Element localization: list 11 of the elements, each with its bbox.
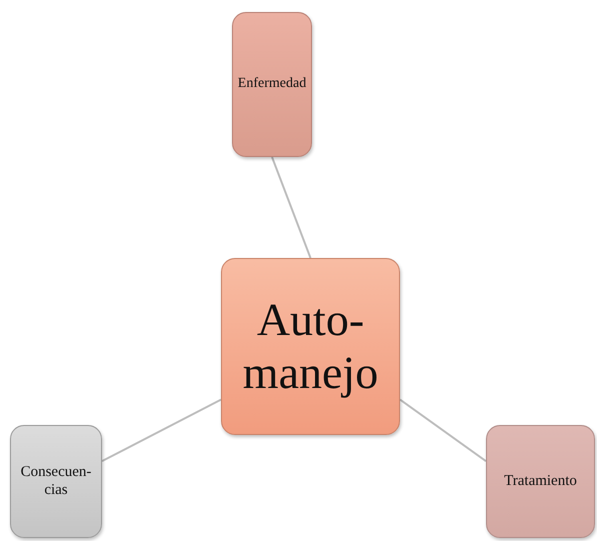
- connector-line: [271, 156, 312, 258]
- rounded-box: [232, 12, 312, 157]
- connector-line: [399, 398, 487, 462]
- node-label: Auto- manejo: [242, 294, 380, 400]
- rounded-box: [221, 258, 400, 435]
- rounded-box: [10, 425, 102, 538]
- node-label: Enfermedad: [238, 76, 306, 93]
- connector-line: [102, 398, 222, 462]
- node-label: Consecuen- cias: [20, 464, 92, 499]
- rounded-box: [486, 425, 595, 538]
- node-label: Tratamiento: [504, 472, 577, 490]
